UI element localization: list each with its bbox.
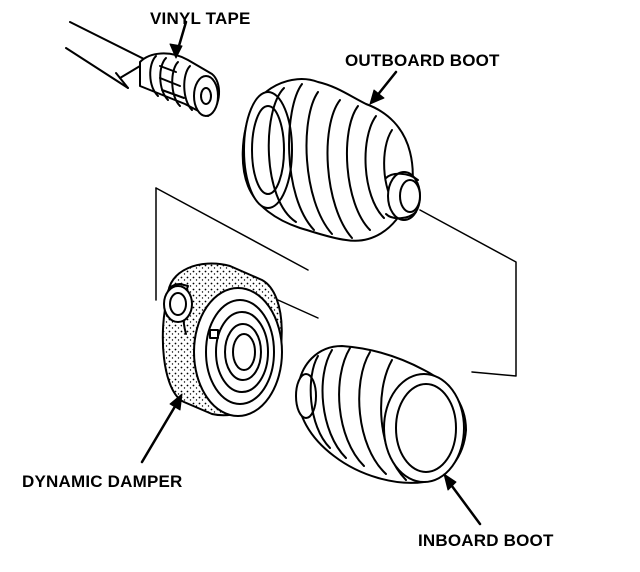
drive-shaft [65, 21, 151, 89]
inboard-boot-leader-arrow [443, 473, 482, 526]
outboard-boot-leader-arrow [369, 70, 398, 105]
dynamic-damper-leader-arrow [140, 393, 183, 464]
vinyl-tape-label: VINYL TAPE [150, 9, 251, 28]
dynamic-damper-label: DYNAMIC DAMPER [22, 472, 183, 491]
vinyl-tape-wrap [139, 52, 220, 117]
inboard-boot-label: INBOARD BOOT [418, 531, 554, 550]
outboard-boot [241, 78, 421, 242]
outboard-boot-label: OUTBOARD BOOT [345, 51, 500, 70]
inboard-boot [295, 345, 467, 484]
vinyl-tape-leader-arrow [169, 20, 188, 59]
dynamic-damper [161, 262, 283, 417]
alignment-line [155, 187, 517, 377]
